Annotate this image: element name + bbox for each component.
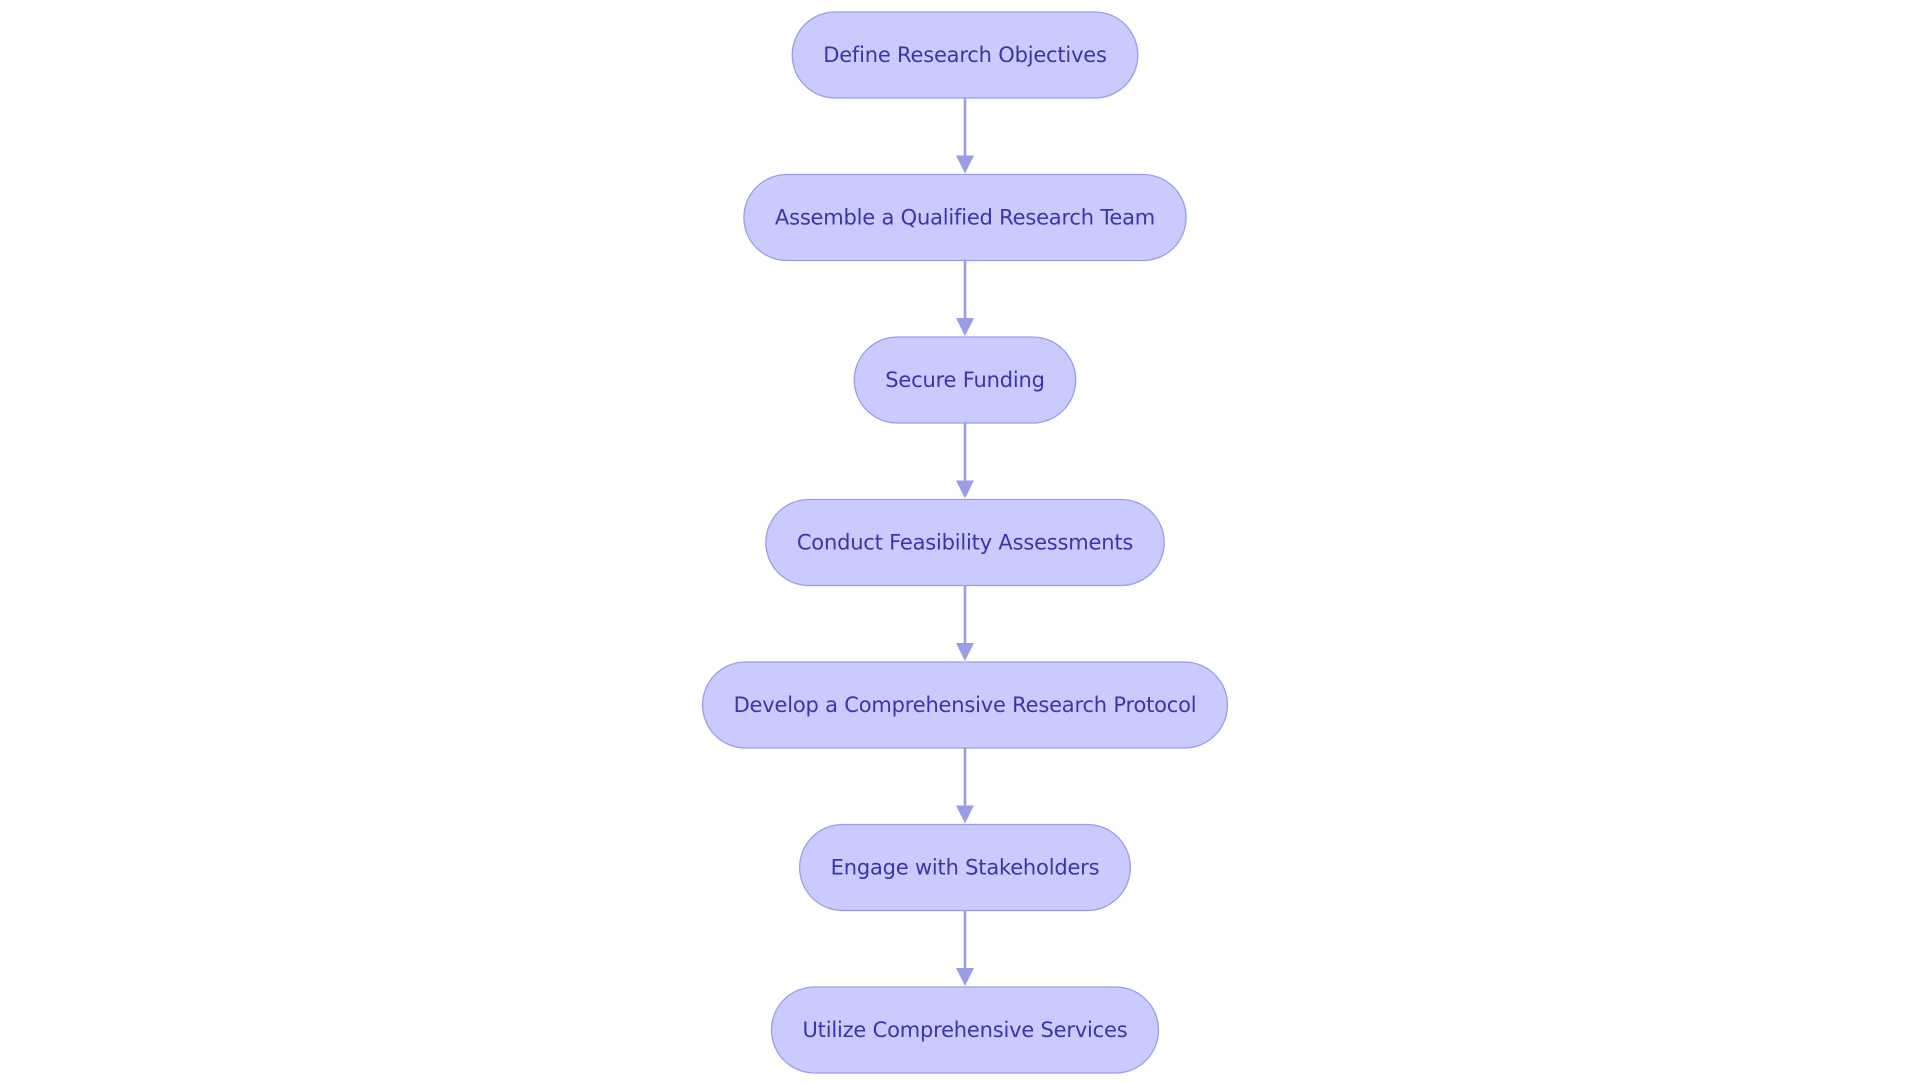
node-define-research-objectives: Define Research Objectives xyxy=(791,11,1139,99)
node-label: Utilize Comprehensive Services xyxy=(802,1018,1127,1042)
arrowhead-icon xyxy=(956,318,974,336)
arrowhead-icon xyxy=(956,968,974,986)
node-label: Engage with Stakeholders xyxy=(831,856,1100,880)
arrow-connector xyxy=(956,748,974,824)
arrowhead-icon xyxy=(956,480,974,499)
node-secure-funding: Secure Funding xyxy=(853,336,1077,424)
node-engage-stakeholders: Engage with Stakeholders xyxy=(798,823,1132,912)
arrow-connector xyxy=(956,910,974,986)
arrowhead-icon xyxy=(956,805,974,824)
node-label: Define Research Objectives xyxy=(823,43,1107,67)
node-utilize-comprehensive-services: Utilize Comprehensive Services xyxy=(770,986,1160,1074)
node-label: Conduct Feasibility Assessments xyxy=(797,531,1133,555)
arrow-connector xyxy=(956,98,974,174)
arrowhead-icon xyxy=(956,643,974,661)
arrow-connector xyxy=(956,423,974,499)
node-assemble-research-team: Assemble a Qualified Research Team xyxy=(743,173,1187,262)
arrow-connector xyxy=(956,585,974,661)
arrowhead-icon xyxy=(956,155,974,174)
node-label: Assemble a Qualified Research Team xyxy=(775,206,1155,230)
node-label: Secure Funding xyxy=(885,368,1044,392)
edges-layer xyxy=(956,98,974,986)
node-label: Develop a Comprehensive Research Protoco… xyxy=(734,693,1197,717)
arrow-connector xyxy=(956,260,974,336)
node-develop-research-protocol: Develop a Comprehensive Research Protoco… xyxy=(701,661,1229,749)
node-conduct-feasibility-assessments: Conduct Feasibility Assessments xyxy=(765,498,1165,587)
